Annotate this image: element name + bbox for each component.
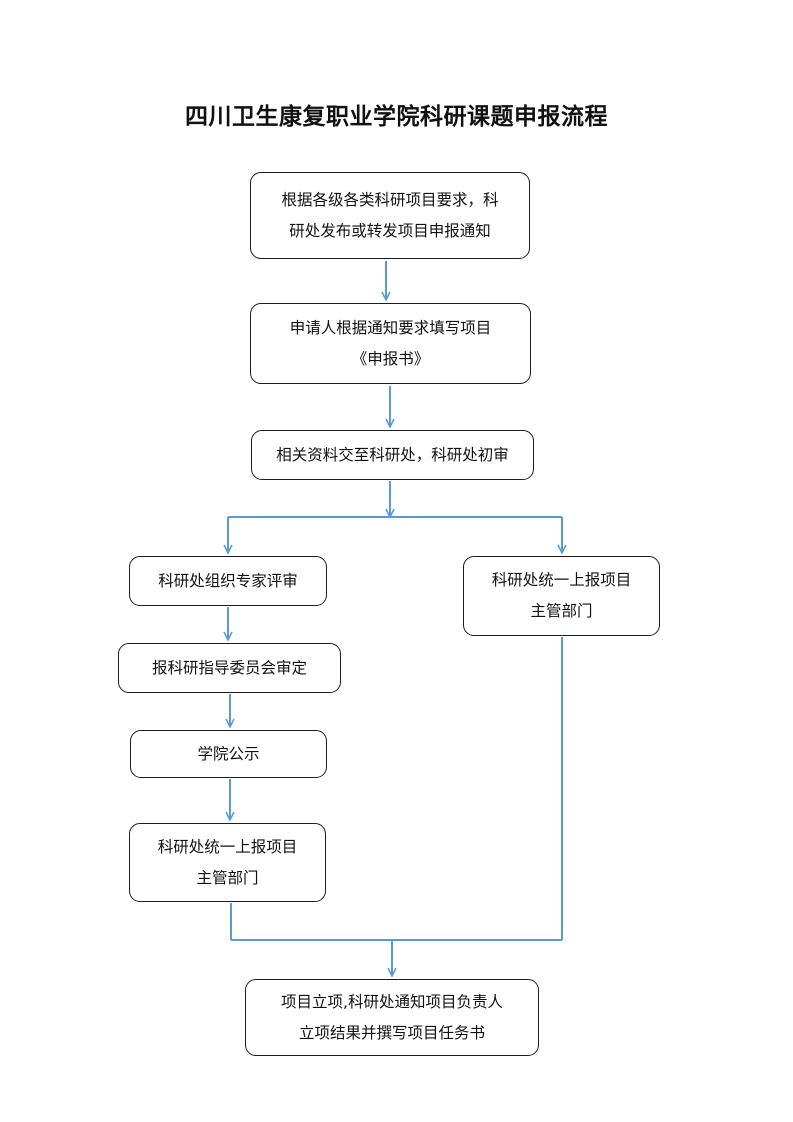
step-expert-review: 科研处组织专家评审 bbox=[129, 556, 327, 606]
step-report-department-right: 科研处统一上报项目主管部门 bbox=[463, 556, 660, 636]
step-college-publicity: 学院公示 bbox=[130, 730, 327, 778]
step-fill-application: 申请人根据通知要求填写项目《申报书》 bbox=[250, 303, 531, 384]
step-text-line: 研处发布或转发项目申报通知 bbox=[289, 221, 491, 240]
step-text-line: 主管部门 bbox=[530, 602, 593, 620]
step-project-notice: 根据各级各类科研项目要求，科研处发布或转发项目申报通知 bbox=[250, 172, 530, 259]
step-submit-materials: 相关资料交至科研处，科研处初审 bbox=[251, 430, 534, 480]
step-project-approval: 项目立项,科研处通知项目负责人立项结果并撰写项目任务书 bbox=[245, 979, 539, 1056]
page-title: 四川卫生康复职业学院科研课题申报流程 bbox=[185, 104, 608, 130]
step-text-line: 《申报书》 bbox=[351, 349, 430, 368]
step-text-line: 相关资料交至科研处，科研处初审 bbox=[276, 445, 509, 464]
step-text-line: 项目立项,科研处通知项目负责人 bbox=[281, 992, 503, 1011]
step-text-line: 申请人根据通知要求填写项目 bbox=[289, 318, 492, 337]
step-text-line: 科研处统一上报项目 bbox=[157, 837, 298, 856]
step-text-line: 科研处统一上报项目 bbox=[491, 571, 632, 589]
step-text-line: 根据各级各类科研项目要求，科 bbox=[281, 190, 499, 209]
step-committee-approval: 报科研指导委员会审定 bbox=[118, 643, 341, 693]
step-text-line: 立项结果并撰写项目任务书 bbox=[298, 1023, 485, 1042]
step-text-line: 主管部门 bbox=[196, 868, 259, 887]
step-text-line: 报科研指导委员会审定 bbox=[151, 658, 307, 677]
step-text-line: 科研处组织专家评审 bbox=[158, 571, 298, 590]
step-text-line: 学院公示 bbox=[197, 744, 260, 763]
step-report-department-left: 科研处统一上报项目主管部门 bbox=[129, 823, 326, 902]
